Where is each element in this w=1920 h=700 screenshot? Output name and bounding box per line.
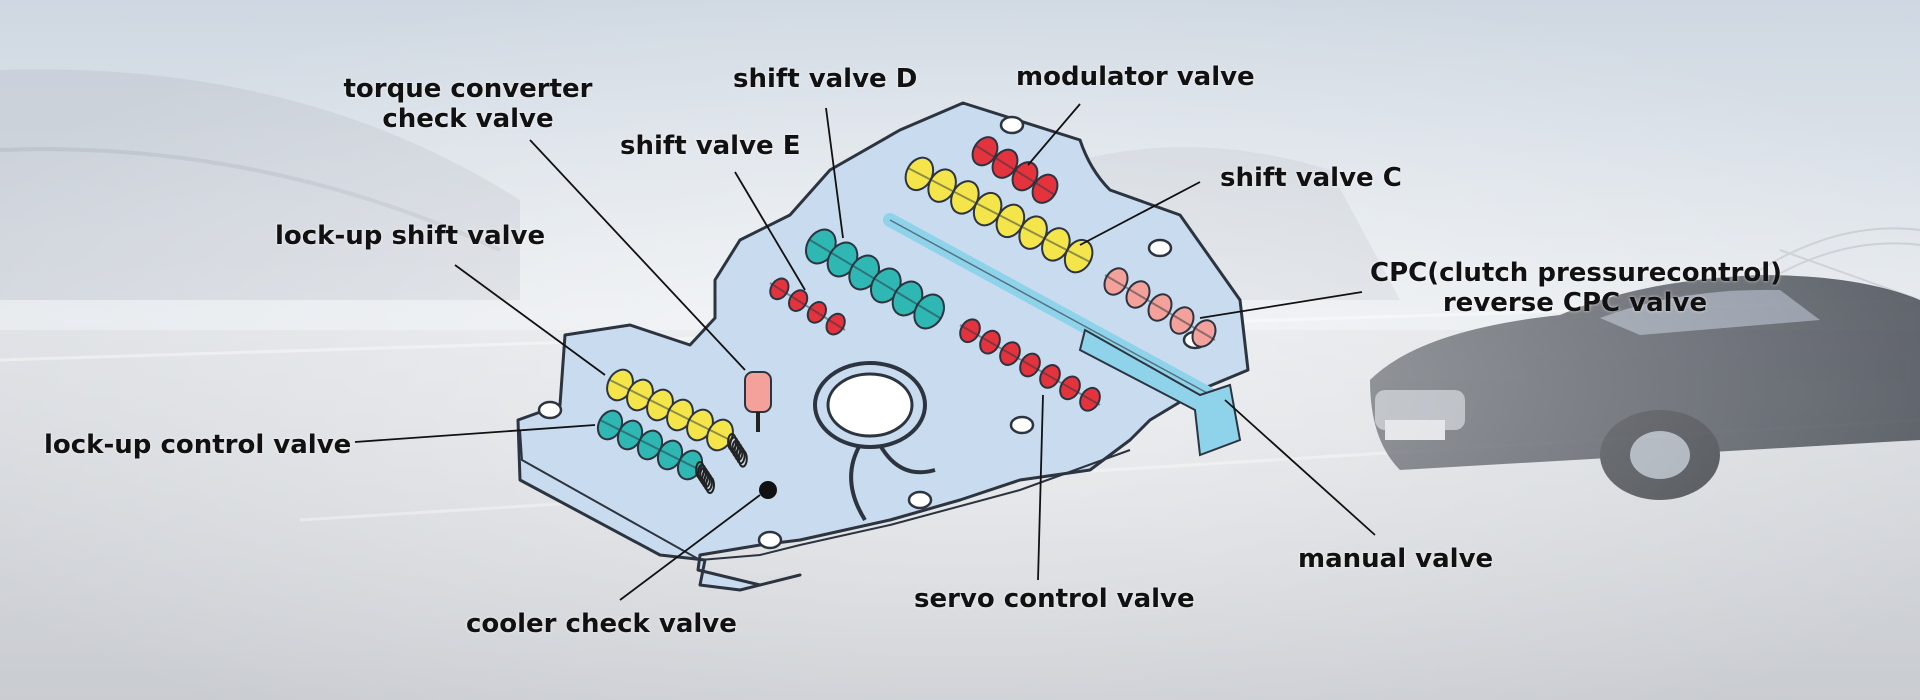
shift-valve-e-axis <box>769 282 846 331</box>
leader-lock-up-control-valve <box>354 424 596 443</box>
leader-cooler-check-valve <box>619 494 761 601</box>
lock-up-shift-spring <box>727 433 748 468</box>
label-manual-valve: manual valve <box>1298 544 1494 574</box>
mounting-hole <box>537 400 563 420</box>
plate-edge <box>519 429 1131 562</box>
ring-inner <box>826 372 914 438</box>
valve-plate <box>516 101 1250 592</box>
label-shift-valve-c: shift valve C <box>1220 163 1402 193</box>
lock-up-shift-valve-axis <box>609 379 731 441</box>
leader-cpc-valve <box>1199 291 1363 319</box>
label-servo-control-valve: servo control valve <box>914 584 1195 614</box>
lock-up-shift-spring-coil <box>737 449 748 468</box>
cpc-valve-axis <box>1104 274 1216 341</box>
leader-shift-valve-e <box>734 171 806 291</box>
label-cpc-valve: CPC(clutch pressurecontrol) reverse CPC … <box>1370 258 1783 318</box>
manual-valve-rod-edge <box>889 219 1221 401</box>
label-cooler-check-valve: cooler check valve <box>466 609 737 639</box>
leader-servo-control-valve <box>1037 394 1044 581</box>
torque-converter-check-valve <box>744 371 772 413</box>
mounting-hole <box>999 115 1025 135</box>
label-shift-valve-d: shift valve D <box>733 64 918 94</box>
servo-control-valve <box>959 318 1101 412</box>
manual-valve-lever <box>1078 328 1242 457</box>
mounting-hole <box>757 530 783 550</box>
mounting-hole <box>907 490 933 510</box>
label-lock-up-shift-valve: lock-up shift valve <box>275 221 546 251</box>
mounting-hole <box>1147 238 1173 258</box>
ring-legs <box>849 443 936 522</box>
ring-outer <box>813 361 927 449</box>
label-shift-valve-e: shift valve E <box>620 131 801 161</box>
mounting-hole <box>1009 415 1035 435</box>
lock-up-shift-valve <box>606 368 734 452</box>
shift-valve-c <box>904 156 1094 274</box>
modulator-valve-axis <box>974 144 1056 196</box>
leader-modulator-valve <box>1027 103 1081 166</box>
lock-up-control-valve-axis <box>599 419 701 471</box>
lock-up-shift-spring-coil <box>735 446 746 465</box>
label-modulator-valve: modulator valve <box>1016 62 1255 92</box>
cpc-valve <box>1103 267 1217 348</box>
label-lock-up-control-valve: lock-up control valve <box>44 430 352 460</box>
shift-valve-d <box>805 228 945 330</box>
leader-shift-valve-c <box>1079 181 1201 246</box>
lock-up-control-spring-coil <box>705 476 715 494</box>
modulator-valve <box>971 136 1059 204</box>
lock-up-control-spring-coil <box>703 473 713 491</box>
leader-shift-valve-d <box>825 107 844 239</box>
shift-valve-c-axis <box>907 167 1091 263</box>
label-torque-converter-check-valve: torque converter check valve <box>343 74 593 134</box>
leader-torque-converter-check-valve <box>529 139 746 371</box>
leader-manual-valve <box>1224 399 1376 536</box>
leader-lock-up-shift-valve <box>454 264 606 376</box>
servo-control-valve-axis <box>959 324 1101 406</box>
shift-valve-e <box>769 277 846 336</box>
lock-up-control-spring <box>695 461 715 494</box>
shift-valve-d-axis <box>809 239 941 319</box>
cooler-check-valve-dot <box>759 481 777 499</box>
